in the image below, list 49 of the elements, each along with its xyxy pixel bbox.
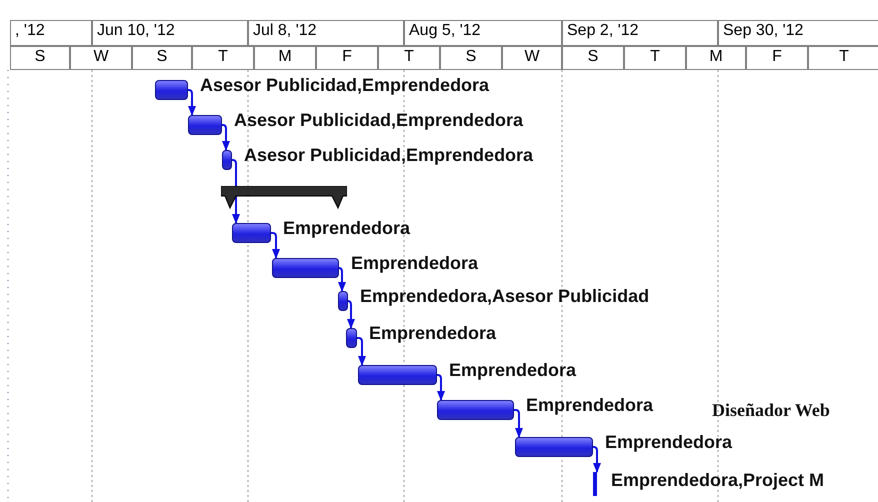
dependency-arrow <box>346 300 355 329</box>
timescale-cell: M <box>254 46 316 70</box>
resource-label: Emprendedora <box>283 218 410 238</box>
timescale-cell: M <box>686 46 746 70</box>
resource-label: Diseñador Web <box>712 400 830 420</box>
dependency-arrow <box>338 267 346 292</box>
timescale-cell: F <box>316 46 378 70</box>
task-bar <box>155 80 188 100</box>
timescale-cell: Jul 8, '12 <box>248 20 404 46</box>
timescale-cell: W <box>70 46 132 70</box>
timescale-cell: T <box>378 46 440 70</box>
timescale-cell: W <box>502 46 562 70</box>
task-bar <box>232 223 271 243</box>
timescale-cell: , '12 <box>10 20 92 46</box>
timescale-cell: Aug 5, '12 <box>404 20 562 46</box>
task-bar <box>358 365 437 385</box>
resource-label: Emprendedora,Asesor Publicidad <box>360 286 650 306</box>
timescale-cell: T <box>808 46 878 70</box>
timescale-cell: F <box>746 46 808 70</box>
dependency-arrow <box>513 409 523 438</box>
timescale-cell: Sep 2, '12 <box>562 20 718 46</box>
resource-label: Asesor Publicidad,Emprendedora <box>244 145 534 165</box>
resource-label: Asesor Publicidad,Emprendedora <box>234 110 524 130</box>
timescale-cell: Jun 10, '12 <box>92 20 248 46</box>
timescale-cell: S <box>562 46 624 70</box>
dependency-arrow <box>356 337 366 366</box>
resource-label: Emprendedora <box>449 360 576 380</box>
resource-label: Emprendedora <box>351 253 478 273</box>
resource-label: Emprendedora <box>369 323 496 343</box>
resource-label: Asesor Publicidad,Emprendedora <box>200 75 490 95</box>
resource-label: Emprendedora,Project M <box>611 470 824 490</box>
milestone-marker <box>593 472 597 496</box>
timescale-cell: S <box>132 46 192 70</box>
task-bar <box>437 400 514 420</box>
resource-label: Emprendedora <box>526 395 654 415</box>
timescale-cell: T <box>192 46 254 70</box>
timescale-cell: S <box>10 46 70 70</box>
task-bar <box>188 115 222 135</box>
timescale-cell: T <box>624 46 686 70</box>
task-bar <box>338 291 348 311</box>
task-bar <box>222 150 232 170</box>
task-bar <box>346 328 357 348</box>
task-bar <box>515 437 593 457</box>
timescale-cell: S <box>440 46 502 70</box>
task-bar <box>272 258 339 278</box>
dependency-arrow <box>270 232 280 259</box>
resource-label: Emprendedora <box>605 432 732 452</box>
dependency-arrow <box>231 159 240 224</box>
timescale-cell: Sep 30, '12 <box>718 20 878 46</box>
